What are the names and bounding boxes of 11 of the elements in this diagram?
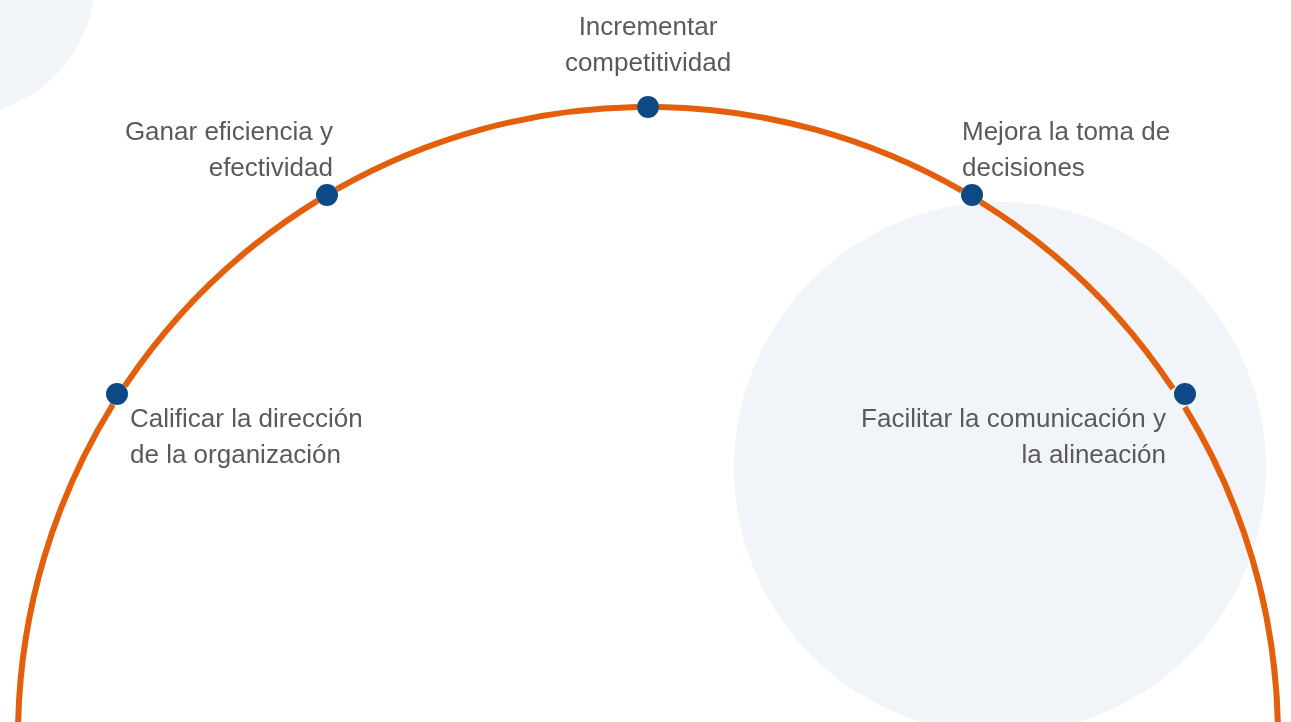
arc-line	[658, 104, 964, 194]
arc-line	[335, 104, 638, 193]
point-label: Ganar eficiencia y efectividad	[123, 115, 333, 184]
arc-line	[978, 199, 1176, 391]
point-label: Incrementar competitividad	[563, 10, 733, 79]
arc-line	[122, 198, 320, 388]
point-label: Facilitar la comunicación y la alineación	[860, 402, 1166, 471]
point-label: Calificar la dirección de la organización	[130, 402, 364, 471]
arc-line	[1182, 405, 1281, 722]
point-label: Mejora la toma de decisiones	[962, 115, 1172, 184]
arc-line	[15, 403, 116, 722]
